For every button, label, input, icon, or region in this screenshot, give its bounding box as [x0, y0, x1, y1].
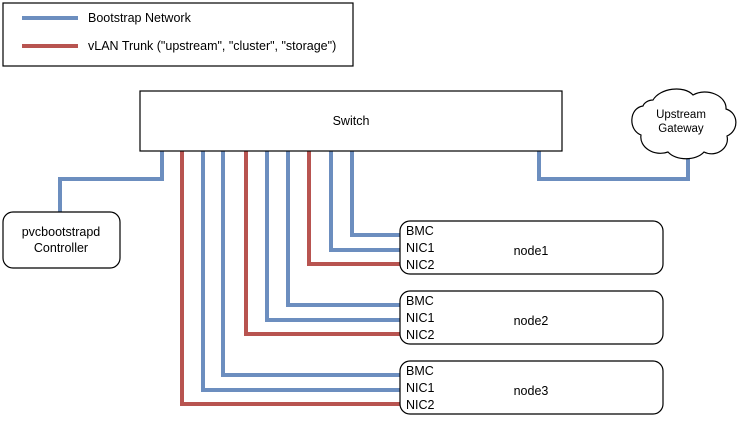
switch-node[interactable]: Switch [139, 90, 563, 152]
node3-port-bmc-label: BMC [406, 364, 434, 378]
controller-node[interactable]: pvcbootstrapd Controller [2, 211, 121, 269]
link-switch-node3-bmc [221, 151, 400, 377]
link-switch-node3-nic1 [201, 151, 400, 392]
switch-label: Switch [333, 114, 370, 128]
node2-port-nic1-label: NIC1 [406, 311, 435, 325]
node-node1[interactable]: BMC NIC1 NIC2 node1 [399, 220, 664, 275]
link-switch-node1-nic2 [307, 151, 400, 266]
legend: Bootstrap Network vLAN Trunk ("upstream"… [2, 2, 354, 67]
node2-box[interactable] [399, 290, 664, 345]
node-node3[interactable]: BMC NIC1 NIC2 node3 [399, 360, 664, 415]
link-switch-node2-nic1 [265, 151, 400, 322]
cloud-label-line1: Upstream [656, 109, 706, 121]
link-switch-upstream-gateway [537, 151, 690, 181]
link-switch-node3-nic2 [180, 151, 400, 406]
connection-lines [58, 151, 690, 406]
link-switch-node1-nic1 [329, 151, 400, 252]
node1-box[interactable] [399, 220, 664, 275]
node2-port-bmc-label: BMC [406, 294, 434, 308]
upstream-gateway-node[interactable]: Upstream Gateway [631, 88, 737, 160]
controller-label-line1: pvcbootstrapd [22, 225, 101, 239]
controller-box[interactable] [2, 211, 121, 269]
switch-box[interactable] [139, 90, 563, 152]
node1-name-label: node1 [514, 244, 549, 258]
controller-label-line2: Controller [34, 241, 88, 255]
node3-box[interactable] [399, 360, 664, 415]
node-node2[interactable]: BMC NIC1 NIC2 node2 [399, 290, 664, 345]
node3-port-nic2-label: NIC2 [406, 398, 435, 412]
cloud-icon[interactable] [631, 88, 737, 160]
link-switch-node2-bmc [286, 151, 400, 307]
node2-name-label: node2 [514, 314, 549, 328]
node3-name-label: node3 [514, 384, 549, 398]
link-switch-node1-bmc [350, 151, 400, 237]
link-switch-node2-nic2 [244, 151, 400, 336]
node3-port-nic1-label: NIC1 [406, 381, 435, 395]
node2-port-nic2-label: NIC2 [406, 328, 435, 342]
node1-port-bmc-label: BMC [406, 224, 434, 238]
cloud-label-line2: Gateway [658, 123, 704, 135]
node1-port-nic2-label: NIC2 [406, 258, 435, 272]
link-switch-controller [58, 151, 164, 212]
node1-port-nic1-label: NIC1 [406, 241, 435, 255]
legend-box [2, 2, 354, 67]
legend-label-bootstrap-network: Bootstrap Network [88, 11, 192, 25]
legend-label-vlan-trunk: vLAN Trunk ("upstream", "cluster", "stor… [88, 39, 336, 53]
